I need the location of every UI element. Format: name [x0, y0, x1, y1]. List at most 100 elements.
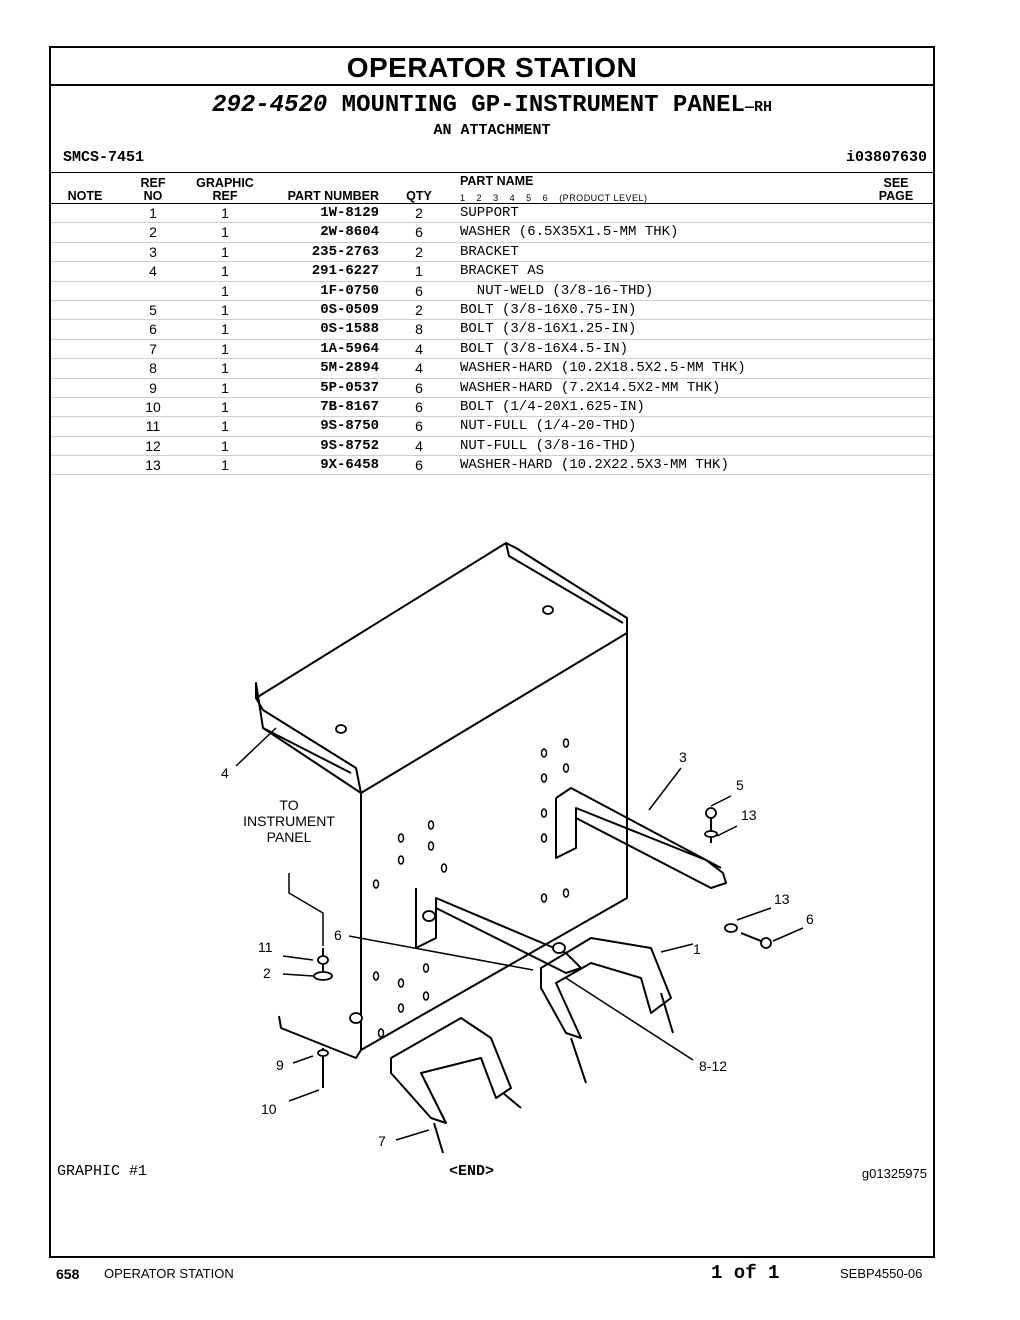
- graphic-label: GRAPHIC #1: [57, 1163, 148, 1180]
- leader-8-12: [565, 977, 694, 1061]
- bracket-flange: [255, 697, 362, 794]
- callout-13-right: 13: [774, 891, 790, 907]
- part-number-cell: 7B-8167: [320, 398, 379, 415]
- footer-section: OPERATOR STATION: [104, 1266, 234, 1281]
- part-number-cell: 0S-1588: [320, 321, 379, 338]
- col-part-name: PART NAME: [460, 174, 534, 188]
- section-title: OPERATOR STATION: [346, 52, 638, 83]
- leader-instrument-panel: [288, 873, 324, 946]
- part-name-cell: BOLT (3/8-16X4.5-IN): [460, 340, 629, 357]
- qty-cell: 4: [415, 437, 423, 454]
- part-name-cell: BOLT (3/8-16X0.75-IN): [460, 301, 637, 318]
- graphic-ref-cell: 1: [221, 224, 229, 241]
- part-name-cell: WASHER-HARD (10.2X18.5X2.5-MM THK): [460, 360, 746, 377]
- part-name-cell: WASHER-HARD (10.2X22.5X3-MM THK): [460, 457, 729, 474]
- washer-9: [317, 1049, 329, 1057]
- part-number-cell: 9S-8750: [320, 418, 379, 435]
- qty-cell: 2: [415, 205, 423, 221]
- table-row: 10 1 7B-8167 6 BOLT (1/4-20X1.625-IN): [51, 398, 933, 418]
- qty-cell: 2: [415, 301, 423, 318]
- graphic-ref-cell: 1: [221, 340, 229, 357]
- support-1-lower: [390, 1017, 512, 1124]
- nut-inner: [422, 910, 436, 922]
- qty-cell: 2: [415, 243, 423, 260]
- bolt-7a: [660, 992, 674, 1034]
- callout-13-top: 13: [741, 807, 757, 823]
- graphic-ref-cell: 1: [221, 243, 229, 260]
- bracket-outline: [255, 542, 628, 1051]
- part-number-cell: 2W-8604: [320, 224, 379, 241]
- graphic-ref-cell: 1: [221, 282, 229, 299]
- part-name-cell: BRACKET: [460, 243, 519, 260]
- ref-cell: 5: [149, 301, 157, 318]
- graphic-ref-cell: 1: [221, 457, 229, 474]
- qty-cell: 6: [415, 224, 423, 241]
- ref-cell: 1: [149, 205, 157, 221]
- part-number-cell: 1F-0750: [320, 282, 379, 299]
- bracket-3-top: [555, 787, 722, 869]
- graphic-ref-cell: 1: [221, 398, 229, 415]
- part-name-cell: WASHER-HARD (7.2X14.5X2-MM THK): [460, 379, 721, 396]
- callout-8-12: 8-12: [699, 1058, 727, 1074]
- leader-1: [660, 943, 694, 953]
- graphic-ref-cell: 1: [221, 263, 229, 280]
- leader-11: [282, 955, 314, 961]
- part-name-cell: BOLT (1/4-20X1.625-IN): [460, 398, 645, 415]
- bolt-7c: [502, 1092, 522, 1109]
- qty-cell: 6: [415, 398, 423, 415]
- title-bar: OPERATOR STATION: [51, 48, 933, 86]
- page-number: 658: [56, 1266, 80, 1282]
- leader-6-right: [772, 927, 804, 942]
- col-ref-top: REF: [140, 176, 166, 190]
- inner-bracket: [415, 888, 582, 974]
- qty-cell: 6: [415, 282, 423, 299]
- graphic-id: g01325975: [861, 1166, 927, 1181]
- page-of: 1 of 1: [711, 1262, 780, 1284]
- ref-cell: 13: [145, 457, 161, 474]
- ref-cell: 9: [149, 379, 157, 396]
- ref-cell: 10: [145, 398, 161, 415]
- group-name: MOUNTING GP-INSTRUMENT PANEL: [341, 92, 745, 119]
- nut-bracket: [552, 942, 566, 954]
- graphic-ref-cell: 1: [221, 379, 229, 396]
- nut-foot: [349, 1012, 363, 1024]
- callout-6-left: 6: [334, 927, 342, 943]
- smcs-code: SMCS-7451: [63, 149, 145, 166]
- ref-cell: 3: [149, 243, 157, 260]
- callout-4: 4: [221, 765, 229, 781]
- qty-cell: 6: [415, 418, 423, 435]
- callout-6-right: 6: [806, 911, 814, 927]
- graphic-ref-cell: 1: [221, 205, 229, 221]
- col-part-number: PART NUMBER: [287, 189, 379, 203]
- part-number-cell: 1A-5964: [320, 340, 379, 357]
- group-heading: 292-4520 MOUNTING GP-INSTRUMENT PANEL—RH: [51, 92, 933, 119]
- ref-cell: 8: [149, 360, 157, 377]
- leader-3: [648, 767, 682, 811]
- part-number-cell: 5M-2894: [320, 360, 379, 377]
- group-number: 292-4520: [212, 92, 328, 119]
- weld-nut-top: [542, 605, 554, 615]
- attachment-label: AN ATTACHMENT: [433, 122, 551, 139]
- part-name-cell: BOLT (3/8-16X1.25-IN): [460, 321, 637, 338]
- callout-2: 2: [263, 965, 271, 981]
- leader-13-top: [716, 825, 738, 837]
- col-see-top: SEE: [883, 176, 909, 190]
- qty-cell: 1: [415, 263, 423, 280]
- callout-9: 9: [276, 1057, 284, 1073]
- end-marker: <END>: [449, 1163, 495, 1180]
- graphic-ref-cell: 1: [221, 418, 229, 435]
- col-see-bottom: PAGE: [878, 189, 914, 203]
- qty-cell: 4: [415, 360, 423, 377]
- level-6: 6: [542, 193, 549, 203]
- ref-cell: 2: [149, 224, 157, 241]
